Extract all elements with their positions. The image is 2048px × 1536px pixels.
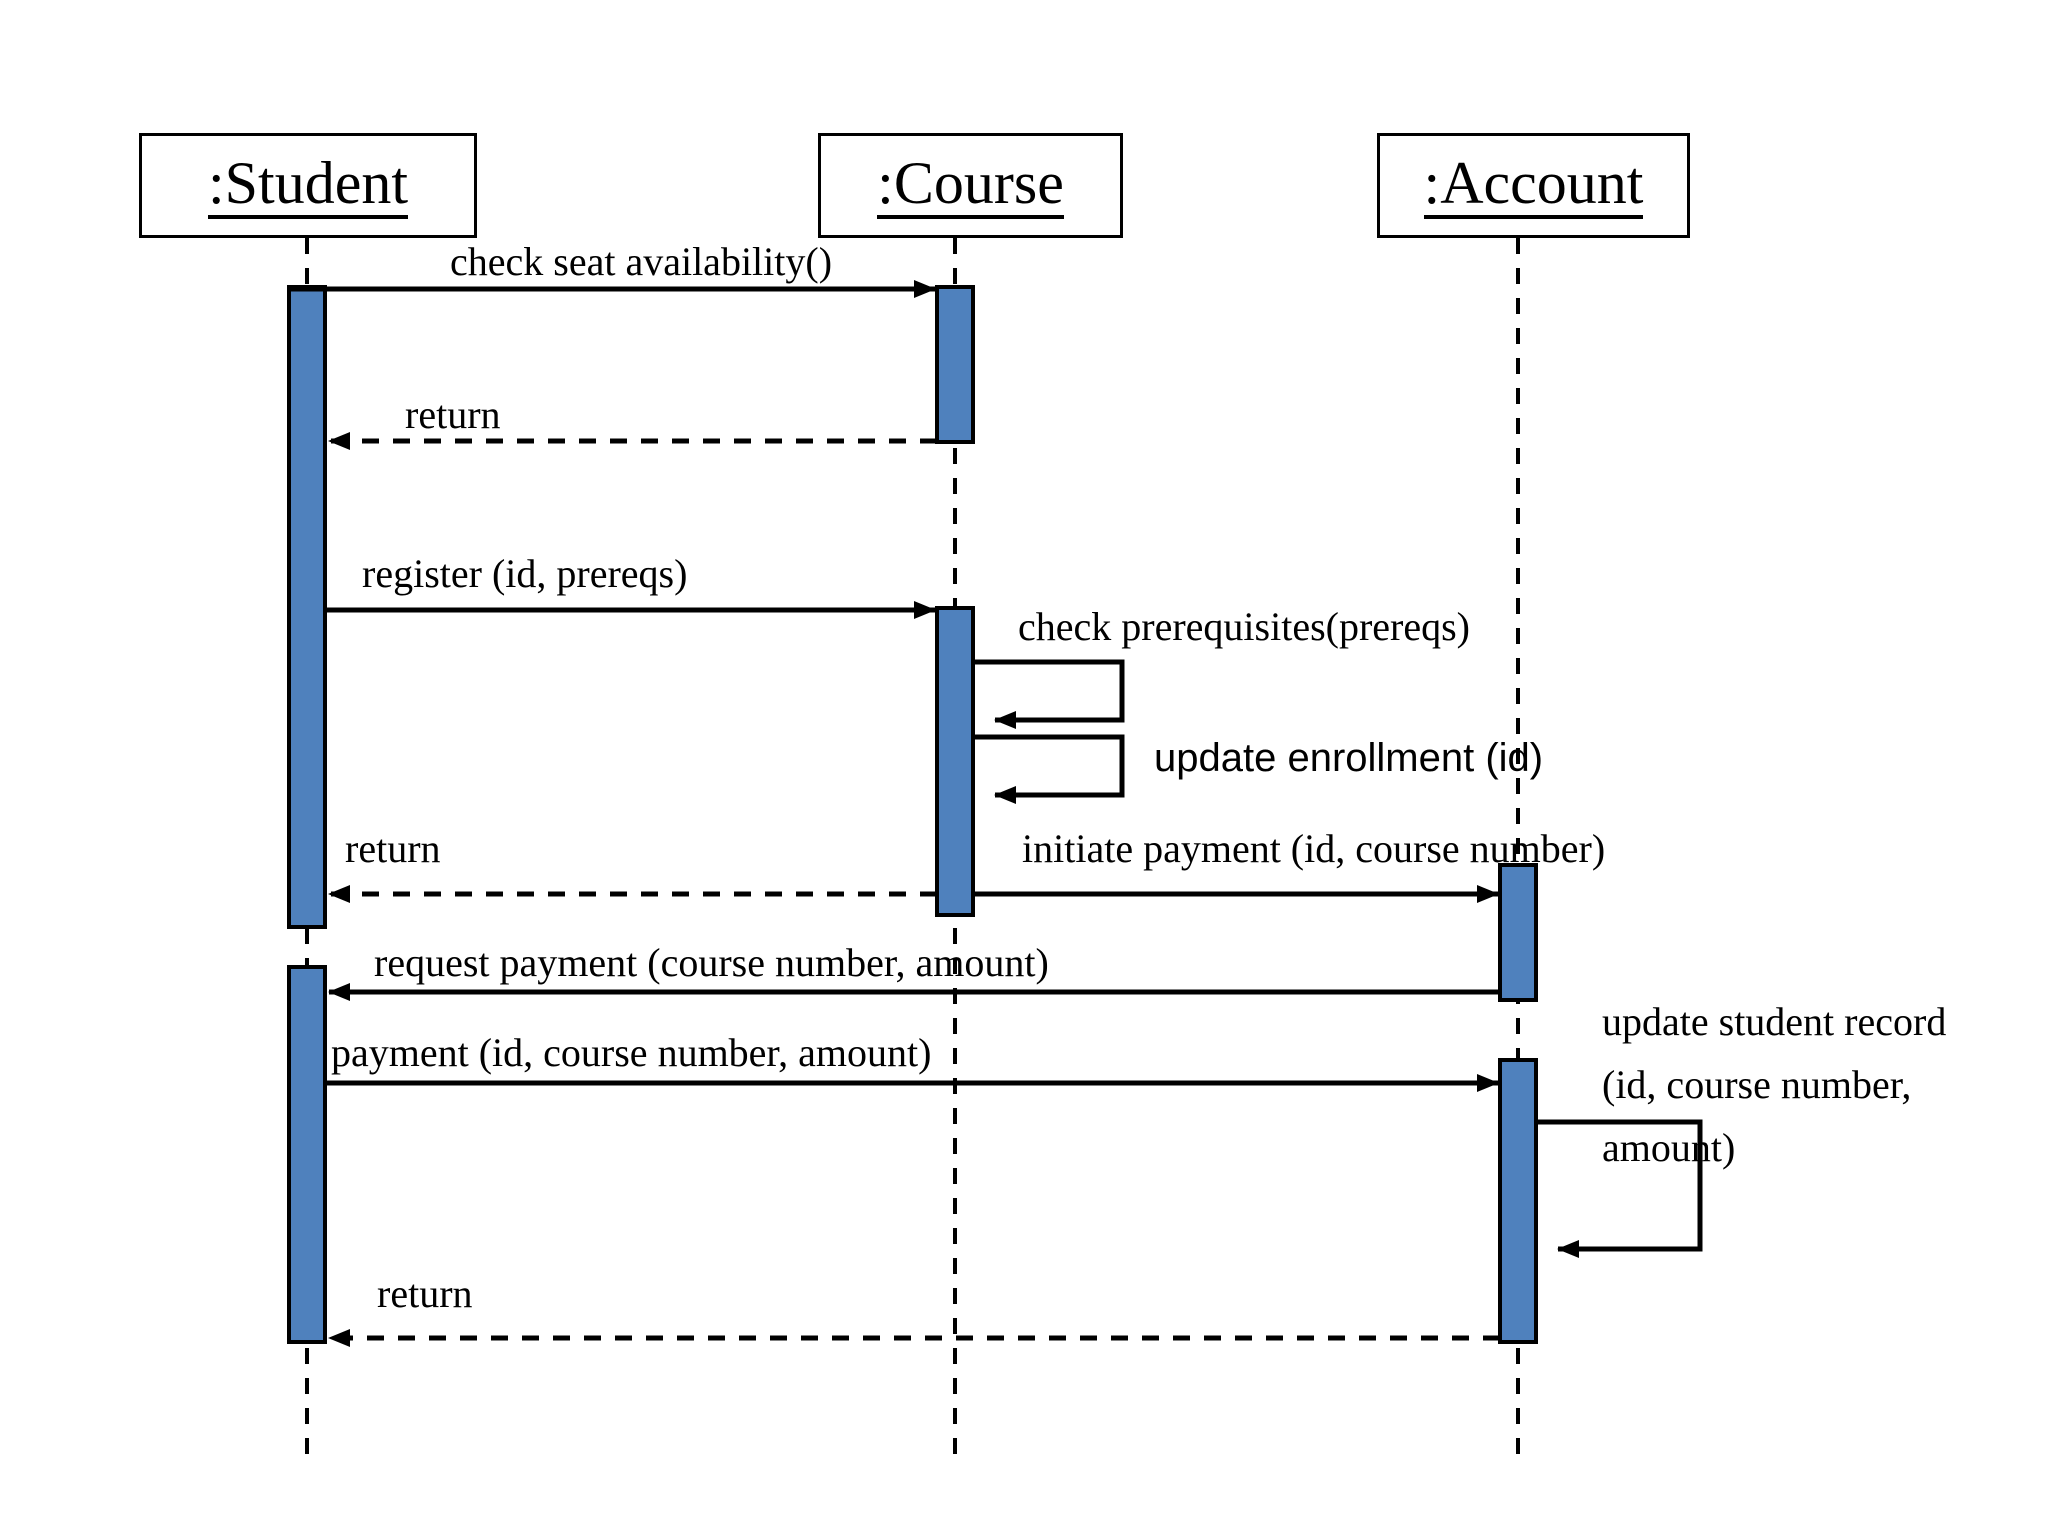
lifeline-header-account[interactable]: :Account [1377,133,1690,238]
activation-bar-student-1 [287,285,327,929]
message-label-register: register (id, prereqs) [362,551,688,596]
message-label-update-student-record-line3: amount) [1602,1125,1736,1170]
activation-bar-course-1 [935,285,975,444]
lifeline-label-student: :Student [207,153,408,219]
lifeline-label-course: :Course [877,153,1064,219]
message-arrow-update-student-record [1538,1119,1703,1258]
message-label-return-2: return [345,826,441,871]
message-label-update-enrollment: update enrollment (id) [1154,736,1544,780]
message-label-initiate-payment: initiate payment (id, course number) [1022,826,1606,871]
activation-bar-account-1 [1498,863,1538,1002]
message-label-request-payment: request payment (course number, amount) [374,940,1049,985]
message-label-check-seat-availability: check seat availability() [450,239,833,284]
activation-bar-account-2 [1498,1058,1538,1344]
message-label-update-student-record-line1: update student record [1602,999,1947,1044]
message-arrow-update-enrollment [975,734,1125,804]
message-label-update-student-record-line2: (id, course number, [1602,1062,1912,1107]
message-arrow-check-prerequisites [975,659,1125,729]
lifeline-header-course[interactable]: :Course [818,133,1123,238]
message-label-check-prerequisites: check prerequisites(prereqs) [1018,604,1470,649]
message-label-return-1: return [405,392,501,437]
activation-bar-course-2 [935,606,975,917]
lifeline-header-student[interactable]: :Student [139,133,477,238]
lifeline-label-account: :Account [1423,153,1644,219]
message-label-return-3: return [377,1271,473,1316]
activation-bar-student-2 [287,965,327,1344]
message-label-payment: payment (id, course number, amount) [331,1030,932,1075]
